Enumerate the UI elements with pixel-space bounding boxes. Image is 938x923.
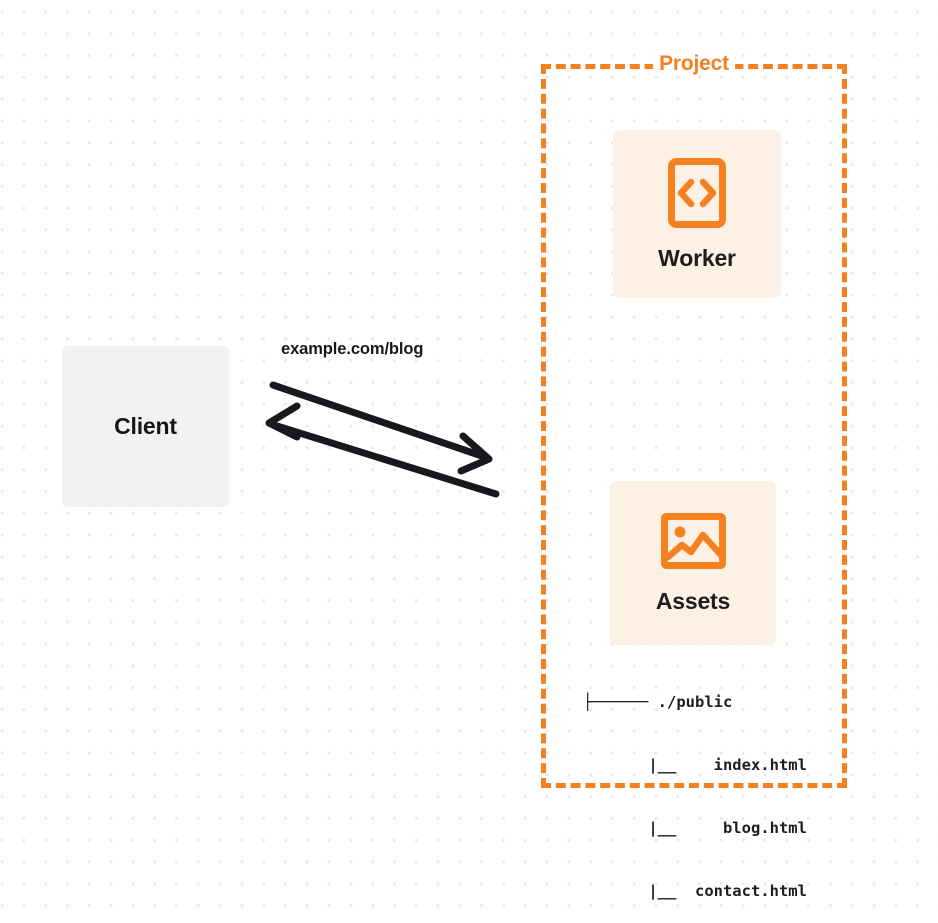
file-tree-row: ├────── ./public <box>583 693 733 711</box>
code-brackets-icon <box>668 158 726 233</box>
image-icon <box>660 513 726 574</box>
assets-card[interactable]: Assets <box>610 481 776 645</box>
worker-card[interactable]: Worker <box>613 130 781 298</box>
worker-label: Worker <box>658 245 736 271</box>
connection-url-label: example.com/blog <box>281 340 424 358</box>
assets-label: Assets <box>655 588 731 614</box>
client-label: Client <box>114 413 177 439</box>
assets-file-tree: ├────── ./public |__ index.html |__ blog… <box>583 650 807 923</box>
file-tree-row: |__ index.html <box>583 756 807 774</box>
file-tree-row: |__ contact.html <box>583 882 807 900</box>
project-title: Project <box>653 53 735 74</box>
request-arrow <box>269 381 493 475</box>
response-arrow <box>265 402 500 498</box>
project-container: Project <box>541 53 847 788</box>
file-tree-row: |__ blog.html <box>583 819 807 837</box>
client-node: Client <box>62 346 229 507</box>
